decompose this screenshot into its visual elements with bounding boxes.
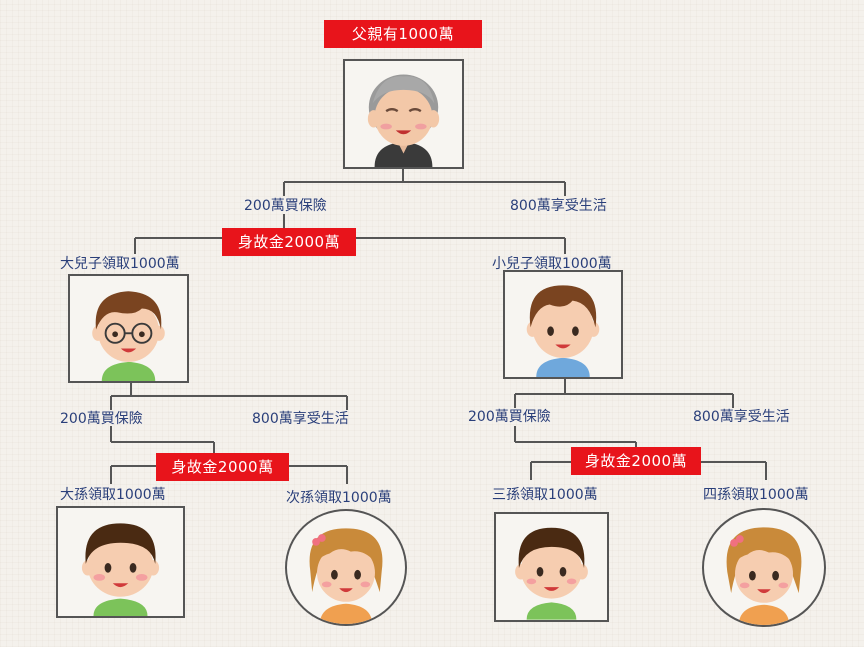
grandchild-4-portrait xyxy=(702,508,826,627)
boy-with-glasses-avatar-icon xyxy=(92,291,165,381)
grandchild-4-label: 四孫領取1000萬 xyxy=(703,487,809,503)
father-living-label: 800萬享受生活 xyxy=(510,198,607,214)
grandchild-1-label: 大孫領取1000萬 xyxy=(60,487,166,503)
elder-living-label: 800萬享受生活 xyxy=(252,411,349,427)
younger-living-label: 800萬享受生活 xyxy=(693,409,790,425)
younger-son-label: 小兒子領取1000萬 xyxy=(492,256,612,272)
elder-son-portrait xyxy=(68,274,189,383)
grandson-avatar-icon xyxy=(81,523,160,616)
grandchild-2-portrait xyxy=(285,509,407,626)
granddaughter-avatar-icon xyxy=(726,527,802,625)
elder-insurance-label: 200萬買保險 xyxy=(60,411,143,427)
younger-death-benefit-label: 身故金2000萬 xyxy=(571,447,701,475)
granddaughter-avatar-icon xyxy=(309,528,383,624)
grandchild-2-label: 次孫領取1000萬 xyxy=(286,490,392,506)
grandchild-3-portrait xyxy=(494,512,609,622)
father-death-benefit-label: 身故金2000萬 xyxy=(222,228,356,256)
grandchild-1-portrait xyxy=(56,506,185,618)
grandson-avatar-icon xyxy=(515,527,588,620)
father-wealth-label: 父親有1000萬 xyxy=(324,20,482,48)
elder-death-benefit-label: 身故金2000萬 xyxy=(156,453,289,481)
grandfather-avatar-icon xyxy=(367,74,440,167)
younger-son-portrait xyxy=(503,270,623,379)
grandchild-3-label: 三孫領取1000萬 xyxy=(492,487,598,503)
elder-son-label: 大兒子領取1000萬 xyxy=(60,256,180,272)
father-insurance-label: 200萬買保險 xyxy=(244,198,327,214)
father-portrait xyxy=(343,59,464,169)
younger-insurance-label: 200萬買保險 xyxy=(468,409,551,425)
boy-avatar-icon xyxy=(526,285,600,377)
